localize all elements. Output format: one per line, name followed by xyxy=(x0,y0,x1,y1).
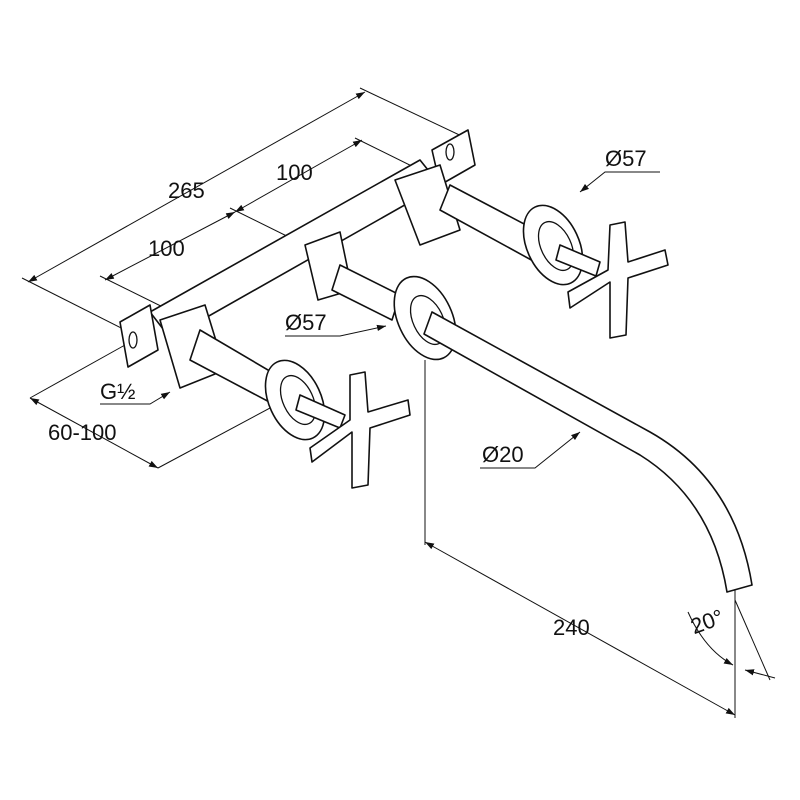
faucet-body xyxy=(119,129,753,593)
label-d57-left: Ø57 xyxy=(285,310,327,335)
spout-connector xyxy=(331,264,401,321)
label-100-lower: 100 xyxy=(148,236,185,261)
cross-handle-right[interactable] xyxy=(567,221,669,339)
bracket-left xyxy=(119,304,159,368)
rosette-center xyxy=(393,275,457,361)
bracket-hole xyxy=(445,143,455,161)
label-d20: Ø20 xyxy=(482,442,524,467)
dim-100-upper-line xyxy=(234,139,363,213)
rosette-center-inner xyxy=(409,294,447,346)
bracket-hole xyxy=(128,331,138,349)
ext-line xyxy=(29,344,126,399)
rosette-right-inner xyxy=(537,220,575,272)
spout xyxy=(423,311,753,593)
leader-d57-right xyxy=(579,171,660,193)
label-g12: G½ xyxy=(100,379,135,404)
ext-line xyxy=(21,277,136,336)
leader-d20 xyxy=(480,431,581,469)
angle-arrow xyxy=(744,669,776,679)
leader-g12 xyxy=(100,391,171,405)
rosette-left xyxy=(264,359,326,441)
rosette-left-inner xyxy=(279,374,317,426)
label-60-100: 60-100 xyxy=(48,420,117,445)
angle-arc xyxy=(687,611,734,666)
leader-d57-left xyxy=(285,324,387,337)
label-20deg: 20° xyxy=(687,604,727,639)
dim-100-lower-line xyxy=(104,211,236,281)
valve-body-right xyxy=(394,164,461,246)
label-d57-right: Ø57 xyxy=(605,146,647,171)
cross-handle-left[interactable] xyxy=(309,371,411,489)
dim-60-100-line xyxy=(29,397,159,469)
dim-265-line xyxy=(27,91,366,283)
label-100-upper: 100 xyxy=(276,160,313,185)
dimension-lines xyxy=(21,87,776,718)
ext-line xyxy=(734,599,771,681)
ext-line xyxy=(359,87,471,141)
dim-240-line xyxy=(424,541,736,716)
label-265: 265 xyxy=(168,178,205,203)
dimension-labels: 265 100 100 Ø57 Ø57 G½ 60-100 Ø20 240 20… xyxy=(48,146,727,640)
label-240: 240 xyxy=(553,615,590,640)
